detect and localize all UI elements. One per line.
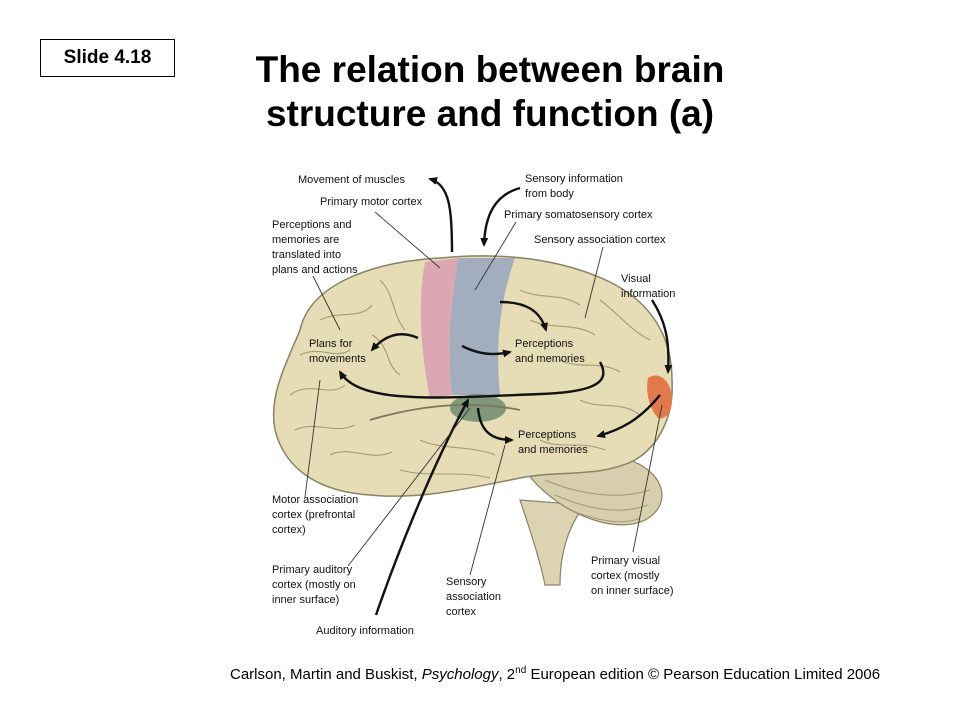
slide-number-badge: Slide 4.18 xyxy=(40,39,175,77)
arrow-visual-to-lower-perceptions xyxy=(596,394,661,439)
source-credit: Carlson, Martin and Buskist, Psychology,… xyxy=(230,665,930,684)
arrow-auditory-to-lower-perceptions xyxy=(476,407,514,444)
label-visual-information: Visual information xyxy=(621,273,675,300)
arrow-upper-perceptions xyxy=(499,300,548,332)
credit-edition-sup: nd xyxy=(515,665,527,676)
leader-lines xyxy=(304,211,663,576)
motor-cortex-region xyxy=(420,258,458,398)
label-sensory-association-cortex-top: Sensory association cortex xyxy=(534,234,666,246)
arrow-to-plans xyxy=(370,333,419,352)
label-auditory-information: Auditory information xyxy=(316,625,414,637)
label-perceptions-and-memories-upper: Perceptions and memories xyxy=(515,338,585,365)
label-movement-of-muscles: Movement of muscles xyxy=(298,174,405,186)
label-motor-association-cortex: Motor association cortex (prefrontal cor… xyxy=(272,494,361,536)
title-line-1: The relation between brain xyxy=(255,49,725,90)
arrow-into-upper-perceptions xyxy=(461,344,512,358)
title-line-2: structure and function (a) xyxy=(265,93,715,134)
credit-book: Psychology xyxy=(421,666,499,683)
arrow-movement-of-muscles xyxy=(428,177,454,253)
label-primary-somatosensory-cortex: Primary somatosensory cortex xyxy=(504,209,653,221)
info-arrows xyxy=(338,177,673,616)
cerebellum-folds xyxy=(544,479,651,523)
diagram-labels: Movement of muscles Primary motor cortex… xyxy=(272,173,675,637)
somatosensory-cortex-region xyxy=(449,258,515,395)
gyri-texture xyxy=(289,279,651,479)
credit-edition-num: , 2 xyxy=(498,666,516,683)
label-sensory-association-cortex-bottom: Sensory association cortex xyxy=(446,576,504,618)
credit-rest: European edition © Pearson Education Lim… xyxy=(526,666,881,683)
label-perceptions-translated: Perceptions and memories are translated … xyxy=(272,219,358,276)
brain-stem xyxy=(519,499,587,586)
label-primary-visual-cortex: Primary visual cortex (mostly on inner s… xyxy=(591,555,674,597)
arrow-visual-information xyxy=(650,299,673,374)
arrow-auditory-information xyxy=(374,398,470,616)
label-primary-motor-cortex: Primary motor cortex xyxy=(320,196,423,208)
label-sensory-information: Sensory information from body xyxy=(525,173,626,200)
label-perceptions-and-memories-lower: Perceptions and memories xyxy=(518,429,588,456)
slide-number-label: Slide 4.18 xyxy=(63,47,152,68)
arrow-loop-to-plans xyxy=(338,361,605,399)
label-primary-auditory-cortex: Primary auditory cortex (mostly on inner… xyxy=(272,564,359,606)
arrow-sensory-from-body xyxy=(480,186,521,247)
credit-authors: Carlson, Martin and Buskist, xyxy=(230,666,422,683)
label-plans-for-movements: Plans for movements xyxy=(309,338,366,365)
slide-title: The relation between brain structure and… xyxy=(180,48,800,136)
lateral-sulcus xyxy=(369,403,521,421)
